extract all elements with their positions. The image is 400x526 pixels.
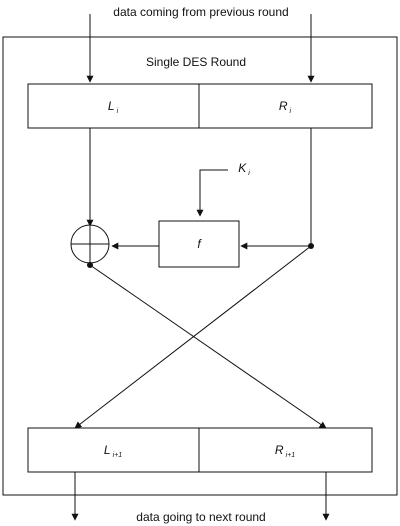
xor-icon: [70, 224, 110, 264]
f-function-box: [158, 220, 240, 268]
round-frame: [2, 36, 398, 496]
f-function-label: f: [197, 237, 202, 251]
bottom-caption: data going to next round: [136, 510, 265, 524]
top-caption: data coming from previous round: [113, 5, 288, 19]
input-register: [27, 83, 373, 129]
cross-xor-to-right-out: [89, 264, 327, 429]
key-arrow: [196, 169, 228, 217]
output-register: [27, 427, 373, 473]
cross-right-to-left-out: [74, 245, 312, 429]
round-title: Single DES Round: [146, 55, 246, 69]
